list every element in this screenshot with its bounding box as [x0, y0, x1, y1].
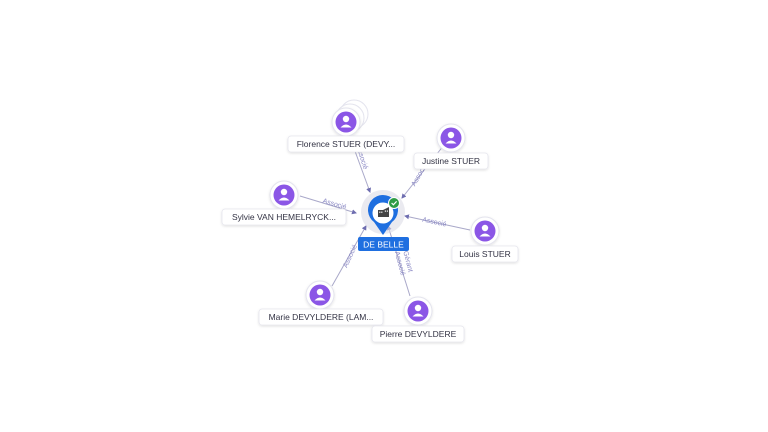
edge-pierre[interactable]: Gérant Associé [386, 225, 414, 297]
person-node-marie[interactable]: Marie DEVYLDERE (LAM... [258, 280, 384, 326]
person-label-pierre: Pierre DEVYLDERE [380, 329, 457, 339]
person-node-pierre[interactable]: Pierre DEVYLDERE [371, 296, 465, 343]
person-label-florence: Florence STUER (DEVY... [297, 139, 396, 149]
check-icon [388, 197, 400, 209]
company-node[interactable]: DE BELLE [358, 190, 409, 251]
person-node-louis[interactable]: Louis STUER [451, 216, 519, 263]
person-icon [335, 111, 357, 133]
edge-label-marie: Associé [342, 244, 359, 269]
person-label-sylvie: Sylvie VAN HEMELRYCK... [232, 212, 336, 222]
person-icon [440, 127, 462, 149]
person-node-justine[interactable]: Justine STUER [413, 123, 489, 170]
person-icon [474, 220, 496, 242]
person-icon [273, 184, 295, 206]
company-tag [358, 237, 409, 251]
building-icon [378, 207, 389, 217]
person-label-justine: Justine STUER [422, 156, 480, 166]
edge-marie[interactable]: Associé [331, 225, 367, 287]
company-name: DE BELLE [363, 240, 404, 250]
person-node-florence[interactable]: Florence STUER (DEVY... [287, 99, 405, 153]
person-node-sylvie[interactable]: Sylvie VAN HEMELRYCK... [221, 180, 347, 226]
person-label-louis: Louis STUER [459, 249, 511, 259]
edge-label-louis: Associé [422, 217, 448, 229]
person-label-marie: Marie DEVYLDERE (LAM... [269, 312, 374, 322]
person-icon [309, 284, 331, 306]
person-icon [407, 300, 429, 322]
edge-louis[interactable]: Associé [404, 214, 471, 231]
